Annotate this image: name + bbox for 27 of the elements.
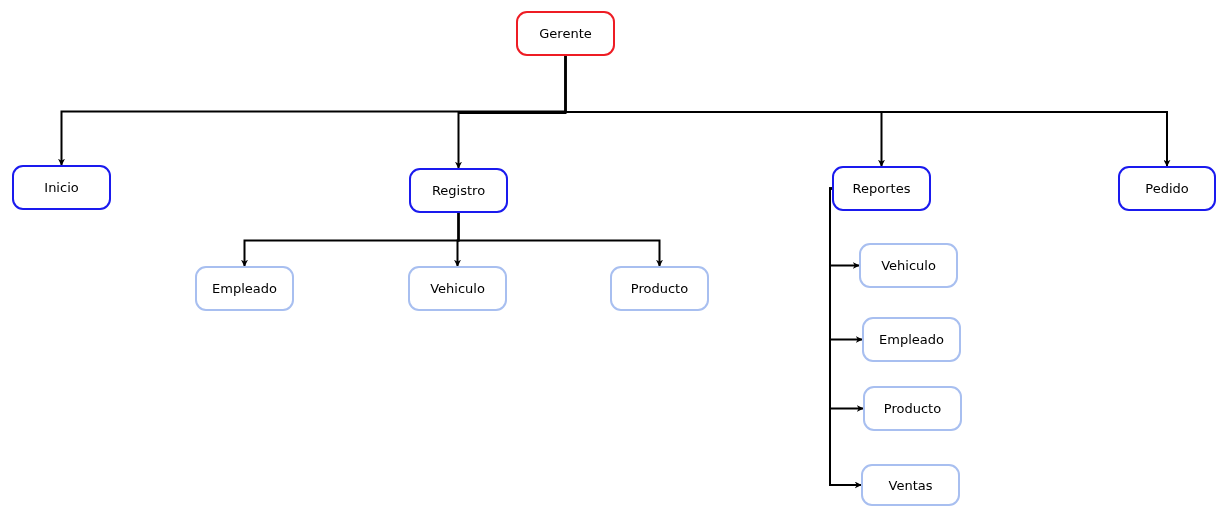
menu-box	[408, 266, 507, 311]
node-label: Vehiculo	[430, 281, 485, 296]
node-label: Vehiculo	[881, 258, 936, 273]
node-label: Empleado	[879, 332, 944, 347]
node-label: Reportes	[852, 181, 911, 196]
node-label: Gerente	[539, 26, 592, 41]
menu-box	[862, 317, 961, 362]
arrow	[564, 55, 1171, 167]
node-label: Ventas	[888, 477, 933, 493]
menu-box	[12, 165, 111, 210]
node-label: Inicio	[44, 180, 79, 195]
node-label: Producto	[630, 281, 689, 296]
arrow	[829, 187, 862, 489]
node-label: Pedido	[1145, 181, 1189, 196]
menu-box	[409, 168, 508, 213]
menu-box	[859, 243, 958, 288]
menu-box	[832, 166, 931, 211]
menu-box	[1118, 166, 1216, 211]
menu-box	[195, 266, 294, 311]
node-label: Producto	[883, 401, 942, 416]
menu-box	[516, 11, 615, 56]
menu-box	[863, 386, 962, 431]
arrow	[457, 212, 663, 267]
menu-box	[861, 464, 960, 506]
menu-box	[610, 266, 709, 311]
node-label: Empleado	[212, 281, 277, 296]
node-label: Registro	[431, 183, 486, 198]
